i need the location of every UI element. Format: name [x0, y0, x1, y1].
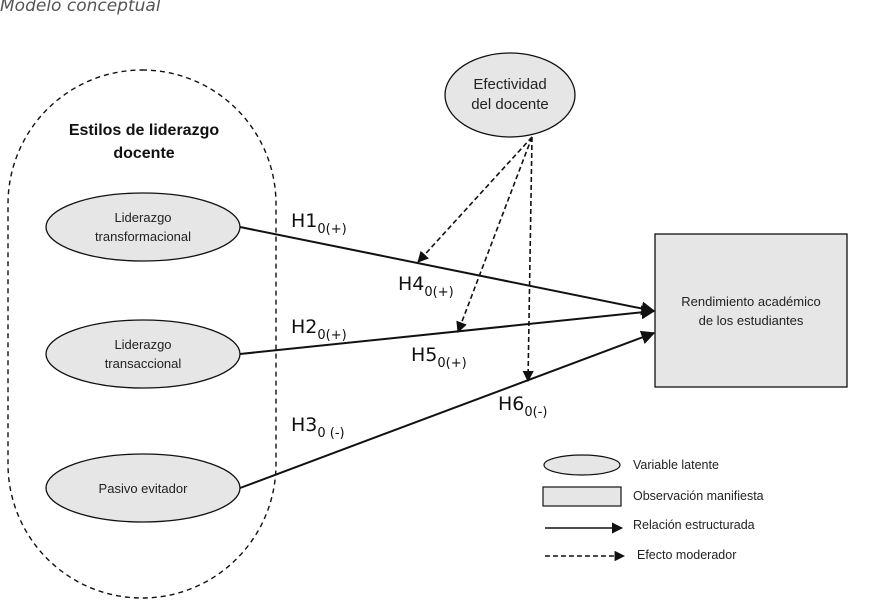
node-efectividad-docente	[444, 52, 576, 138]
group-label-line2: docente	[113, 145, 174, 162]
node-efectividad-line2: del docente	[471, 96, 549, 113]
path-h1-transformacional	[239, 226, 656, 316]
legend-latent-label: Variable latente	[633, 458, 719, 472]
path-h2-transaccional	[239, 305, 656, 355]
hypothesis-h3: H30 (-)	[291, 414, 345, 441]
hypothesis-h2: H20(+)	[291, 316, 347, 343]
legend: Variable latente Observación manifiesta …	[542, 454, 764, 562]
node-transaccional-line1: Liderazgo	[114, 337, 171, 352]
node-transformacional-line1: Liderazgo	[114, 210, 171, 225]
node-transaccional-line2: transaccional	[105, 356, 182, 371]
node-pasivo-line1: Pasivo evitador	[99, 481, 189, 496]
leadership-styles-group	[7, 69, 277, 599]
legend-structural-label: Relación estructurada	[633, 518, 755, 532]
legend-manifest-symbol	[542, 486, 622, 507]
node-liderazgo-transaccional	[45, 319, 241, 389]
node-liderazgo-transformacional	[45, 192, 241, 262]
legend-manifest-label: Observación manifiesta	[633, 489, 764, 503]
node-rendimiento-academico	[654, 233, 848, 388]
legend-moderator-label: Efecto moderador	[637, 548, 736, 562]
node-efectividad-line1: Efectividad	[473, 76, 546, 93]
hypothesis-h4: H40(+)	[398, 273, 454, 300]
legend-latent-symbol	[543, 454, 621, 476]
group-label-line1: Estilos de liderazgo	[69, 122, 219, 139]
node-transformacional-line2: transformacional	[95, 229, 191, 244]
figure-title: Modelo conceptual	[0, 0, 161, 16]
hypothesis-h5: H50(+)	[411, 344, 467, 371]
moderator-h6	[522, 136, 534, 383]
hypothesis-h1: H10(+)	[291, 210, 347, 237]
moderator-h5	[456, 136, 533, 334]
hypothesis-h6: H60(-)	[498, 393, 548, 420]
moderator-h4	[417, 136, 533, 263]
node-rendimiento-line1: Rendimiento académico	[681, 294, 820, 309]
path-h3-pasivo	[239, 330, 656, 489]
node-rendimiento-line2: de los estudiantes	[699, 313, 804, 328]
